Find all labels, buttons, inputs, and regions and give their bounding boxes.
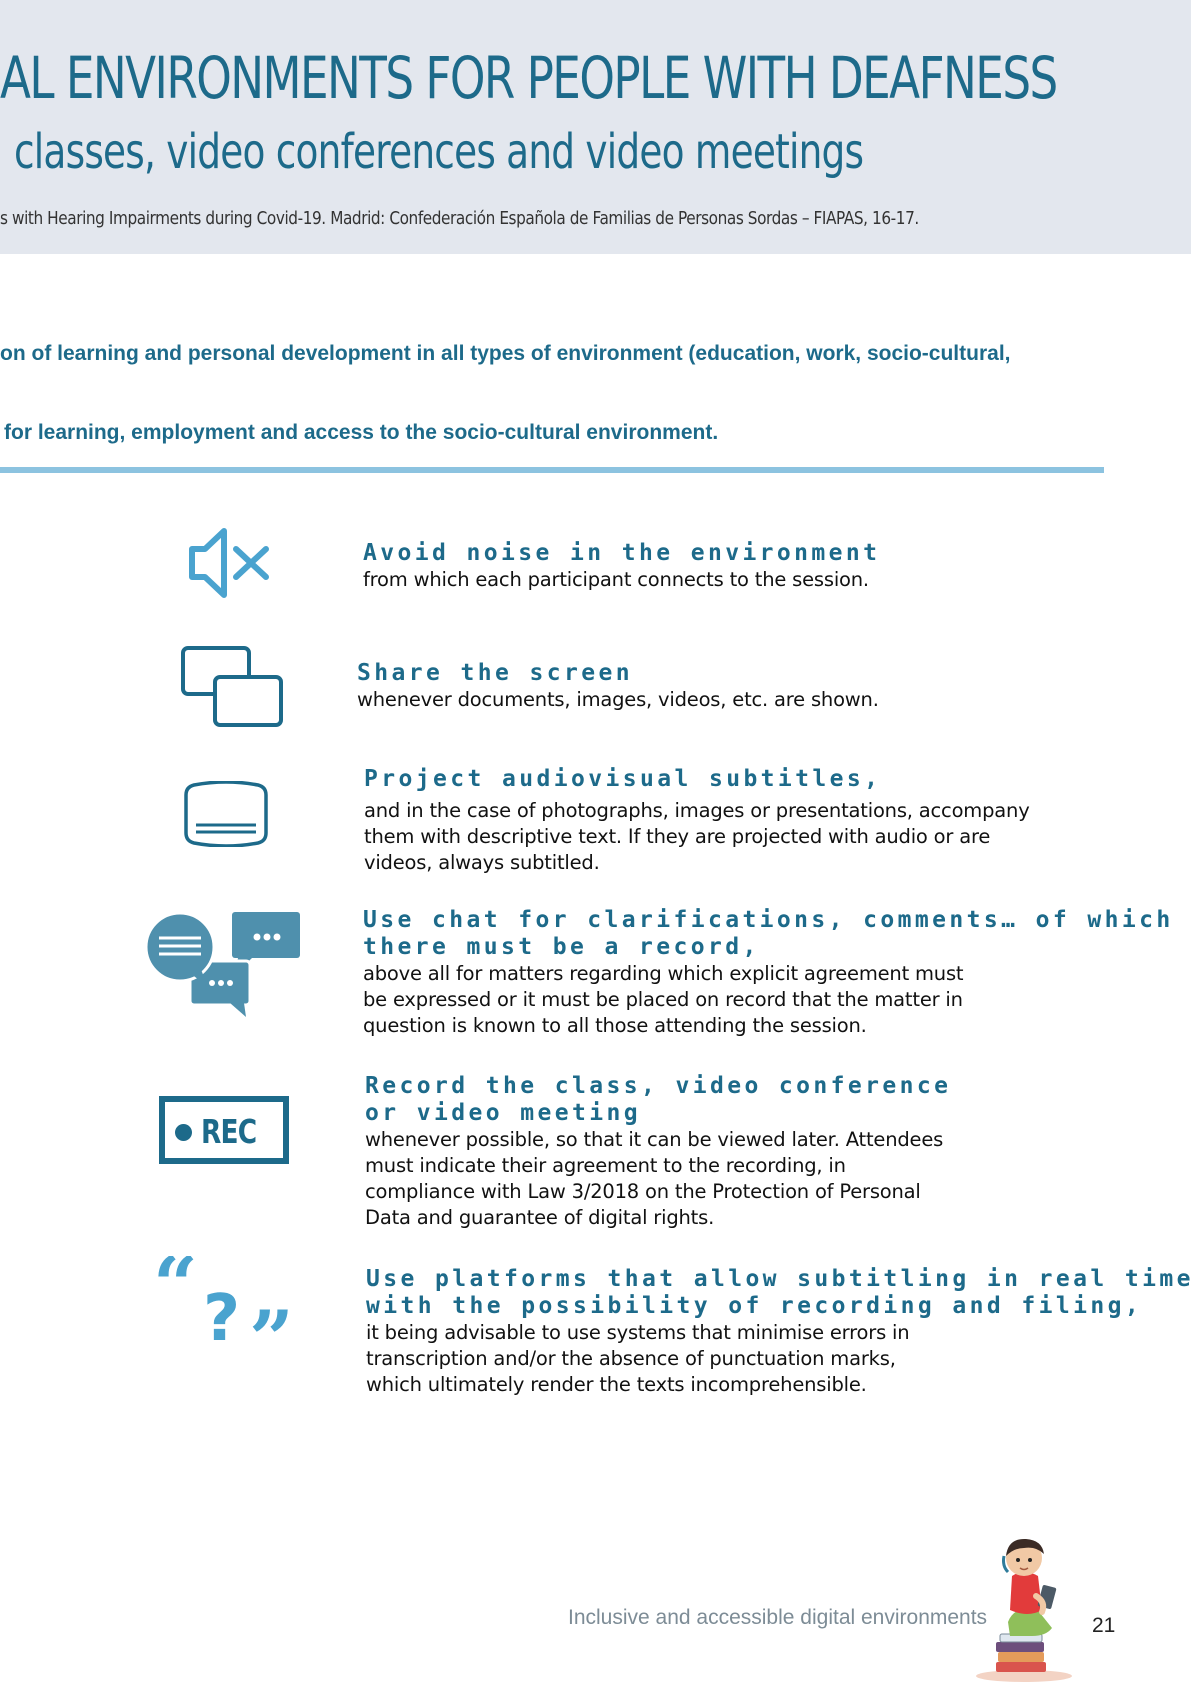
tip-title: Use platforms that allow subtitling in r… — [366, 1266, 1191, 1292]
section-divider — [0, 467, 1104, 473]
tip-text: from which each participant connects to … — [363, 568, 869, 591]
tip-text: whenever documents, images, videos, etc.… — [357, 688, 879, 711]
tip-title: or video meeting — [365, 1100, 641, 1126]
intro-line-1: on of learning and personal development … — [0, 342, 1011, 365]
tip-title: Share the screen — [357, 660, 633, 686]
page-subtitle: classes, video conferences and video mee… — [14, 124, 864, 180]
chat-bubbles-icon — [146, 911, 300, 1017]
footer-text: Inclusive and accessible digital environ… — [568, 1606, 988, 1629]
svg-text:“: “ — [153, 1256, 198, 1331]
tip-text: and in the case of photographs, images o… — [364, 799, 1030, 822]
tip-item: Use platforms that allow subtitling in r… — [366, 1266, 1191, 1398]
rec-label: REC — [201, 1112, 257, 1151]
tip-title: Avoid noise in the environment — [363, 540, 881, 566]
tip-title: there must be a record, — [363, 934, 760, 960]
page-number: 21 — [1092, 1614, 1116, 1637]
tip-text: whenever possible, so that it can be vie… — [365, 1128, 944, 1151]
header-band: AL ENVIRONMENTS FOR PEOPLE WITH DEAFNESS… — [0, 0, 1191, 254]
tip-item: Record the class, video conference or vi… — [365, 1073, 951, 1231]
mute-speaker-icon — [189, 528, 269, 598]
svg-text:”: ” — [249, 1294, 294, 1348]
tip-text: it being advisable to use systems that m… — [366, 1321, 910, 1344]
intro-line-2: for learning, employment and access to t… — [4, 421, 719, 444]
tip-title: Use chat for clarifications, comments… o… — [363, 907, 1174, 933]
tip-title: Project audiovisual subtitles, — [364, 766, 882, 792]
tip-text: be expressed or it must be placed on rec… — [363, 988, 963, 1011]
tip-text: transcription and/or the absence of punc… — [366, 1347, 896, 1370]
tip-text: Data and guarantee of digital rights. — [365, 1206, 715, 1229]
tip-text: videos, always subtitled. — [364, 851, 600, 874]
svg-text:?: ? — [203, 1282, 240, 1348]
citation: s with Hearing Impairments during Covid-… — [0, 208, 919, 229]
child-reading-illustration — [976, 1538, 1072, 1682]
record-dot-icon — [175, 1124, 192, 1141]
tip-item: Project audiovisual subtitles, and in th… — [364, 766, 1030, 876]
tip-item: Use chat for clarifications, comments… o… — [363, 907, 1174, 1039]
tip-title: with the possibility of recording and fi… — [366, 1293, 1143, 1319]
tip-text: question is known to all those attending… — [363, 1014, 867, 1037]
tip-text: which ultimately render the texts incomp… — [366, 1373, 867, 1396]
rec-icon: REC — [159, 1096, 289, 1164]
page-title: AL ENVIRONMENTS FOR PEOPLE WITH DEAFNESS — [0, 44, 1058, 112]
tip-text: them with descriptive text. If they are … — [364, 825, 991, 848]
tip-text: above all for matters regarding which ex… — [363, 962, 964, 985]
tip-title: Record the class, video conference — [365, 1073, 952, 1099]
tip-text: must indicate their agreement to the rec… — [365, 1154, 846, 1177]
share-screen-icon — [181, 646, 283, 727]
subtitles-icon — [184, 781, 268, 847]
tip-item: Avoid noise in the environment from whic… — [363, 540, 880, 593]
tip-item: Share the screen whenever documents, ima… — [357, 660, 879, 713]
quote-question-icon: “ ? ” — [153, 1256, 294, 1348]
tip-text: compliance with Law 3/2018 on the Protec… — [365, 1180, 921, 1203]
